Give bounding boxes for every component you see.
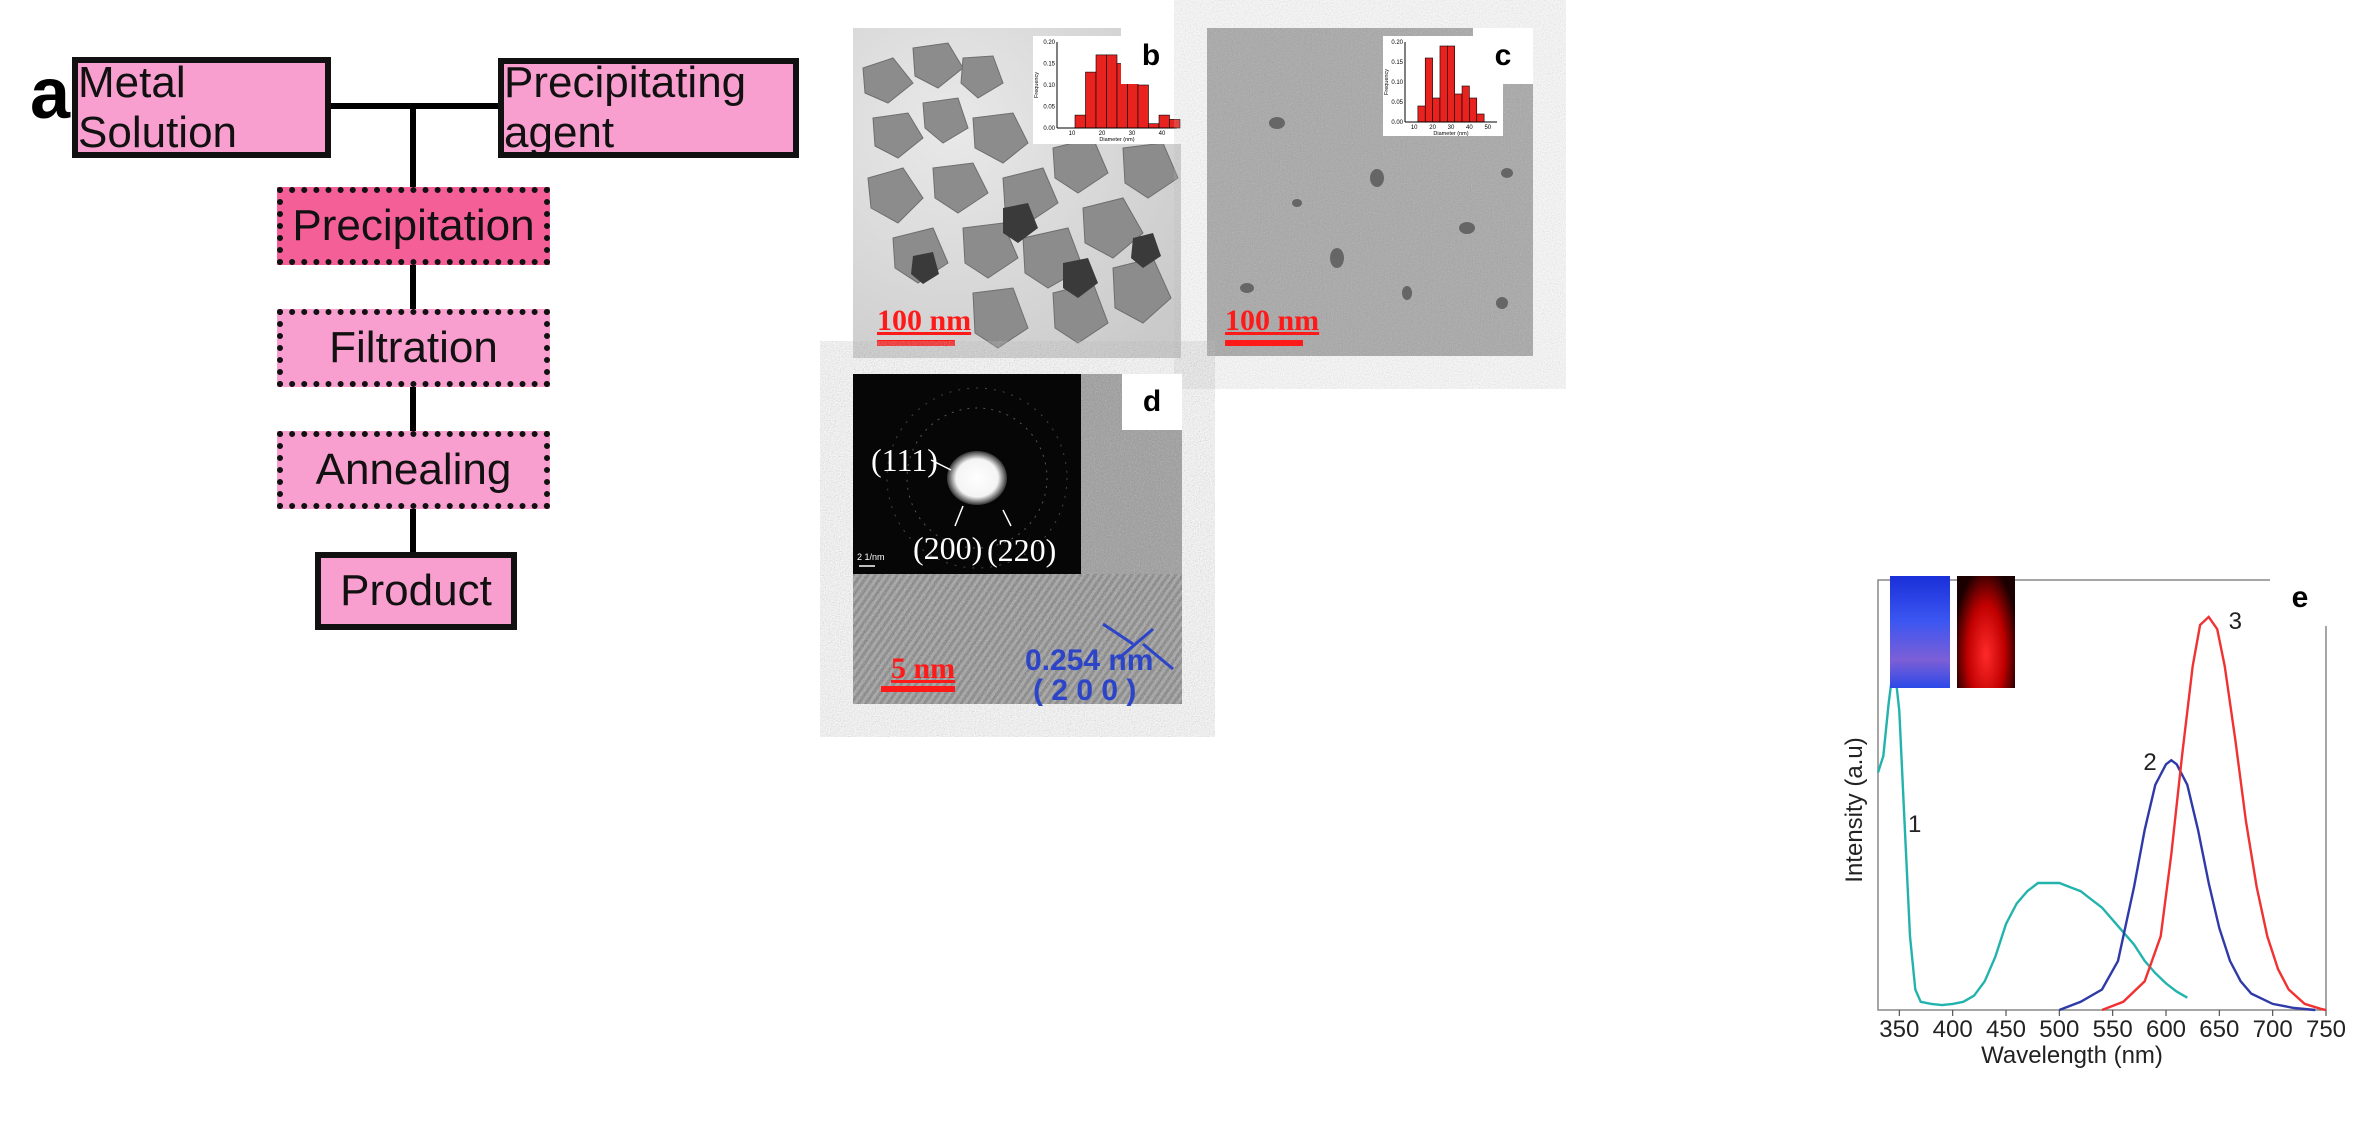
x-tick-label: 600 (2146, 1016, 2186, 1043)
precipitation-box: Precipitation (277, 187, 550, 265)
histogram-x-tick-label: 20 (1099, 131, 1106, 137)
histogram-bar (1148, 123, 1160, 129)
histogram-x-tick-label: 10 (1411, 125, 1418, 131)
histogram-y-tick-label: 0.20 (1391, 40, 1403, 46)
histogram-bar (1158, 114, 1170, 129)
histogram-bar (1439, 45, 1448, 123)
histogram-bar (1432, 97, 1441, 123)
filtration-box: Filtration (277, 309, 550, 387)
series-label-2: 2 (2143, 749, 2156, 776)
x-tick-label: 550 (2093, 1016, 2133, 1043)
histogram-x-tick-label: 50 (1484, 125, 1491, 131)
histogram-bar (1469, 97, 1478, 123)
connector-vertical-2 (410, 262, 416, 312)
histogram-y-label: Frequency (1034, 72, 1040, 98)
histogram-x-tick-label: 10 (1069, 131, 1076, 137)
cuvette-photo-red (1957, 576, 2015, 688)
panel-letter-d: d (1122, 374, 1182, 430)
series-line-3 (2101, 615, 2327, 1012)
histogram-y-tick-label: 0.20 (1043, 40, 1055, 46)
y-axis-label: Intensity (a.u) (1841, 737, 1868, 882)
series-lines: 1 2 3 (1876, 608, 2327, 1012)
connector-horizontal (330, 103, 502, 109)
series-label-3: 3 (2229, 608, 2242, 635)
histogram-x-label: Diameter (nm) (1099, 137, 1134, 143)
emission-spectra-chart: 350 400 450 500 550 600 650 700 750 1 2 3 Intensit… (1841, 579, 2346, 1069)
tem-particles-c (1207, 28, 1533, 356)
histogram-y-tick-label: 0.10 (1391, 80, 1403, 86)
lattice-spacing-label: 0.254 nm (1025, 644, 1154, 677)
histogram-y-tick-label: 0.10 (1043, 83, 1055, 89)
x-tick-label: 750 (2306, 1016, 2346, 1043)
saed-inset: (111) (200) (220) 2 1/nm (853, 374, 1081, 574)
metal-solution-box: Metal Solution (72, 57, 331, 158)
panel-d-hrtem-image: (111) (200) (220) 2 1/nm d 0.254 nm ( 2 … (853, 374, 1182, 707)
histogram-bar (1169, 119, 1181, 129)
histogram-bar (1461, 85, 1470, 123)
histogram-x-tick-label: 40 (1466, 125, 1473, 131)
precipitating-agent-box: Precipitating agent (498, 58, 799, 158)
x-tick-label: 350 (1879, 1016, 1919, 1043)
histogram-bar (1085, 71, 1097, 129)
histogram-y-tick-label: 0.00 (1391, 120, 1403, 126)
x-tick-label: 450 (1986, 1016, 2026, 1043)
histogram-y-tick-label: 0.05 (1043, 105, 1055, 111)
ring-label-111: (111) (871, 442, 938, 478)
saed-pattern (859, 387, 1068, 569)
x-tick-label: 400 (1933, 1016, 1973, 1043)
scale-label-b: 100 nm (877, 304, 972, 337)
histogram-x-tick-label: 30 (1448, 125, 1455, 131)
connector-vertical-top (410, 106, 416, 190)
histogram-bar (1447, 45, 1455, 123)
histogram-bar (1417, 105, 1426, 123)
panel-letter-c: c (1473, 28, 1533, 84)
panel-letter-e: e (2270, 570, 2330, 626)
scalebar-c (1225, 340, 1303, 346)
histogram-y-tick-label: 0.00 (1043, 126, 1055, 132)
x-axis-label: Wavelength (nm) (1981, 1042, 2163, 1069)
histogram-bar (1454, 93, 1463, 123)
scale-label-d: 5 nm (891, 652, 956, 685)
lattice-arrows (1102, 622, 1174, 671)
panel-letter-b: b (1121, 28, 1181, 84)
x-tick-label: 700 (2253, 1016, 2293, 1043)
saed-scale-label: 2 1/nm (857, 552, 885, 562)
product-box: Product (315, 552, 517, 630)
series-line-2 (2058, 758, 2316, 1012)
histogram-x-tick-label: 30 (1129, 131, 1136, 137)
histogram-y-tick-label: 0.15 (1043, 62, 1055, 68)
histogram-bar (1137, 84, 1149, 129)
panel-letter-a: a (30, 54, 71, 134)
connector-vertical-3 (410, 384, 416, 434)
histogram-bar (1095, 54, 1107, 129)
panel-e-spectra: 350 400 450 500 550 600 650 700 750 1 2 3 Intensit… (1840, 570, 2346, 1070)
histogram-y-tick-label: 0.05 (1391, 100, 1403, 106)
annealing-box: Annealing (277, 431, 550, 509)
histogram-bar (1476, 113, 1485, 123)
ring-label-200: (200) (913, 530, 983, 566)
histogram-y-tick-label: 0.15 (1391, 60, 1403, 66)
histogram-y-label: Frequency (1384, 69, 1390, 95)
series-line-1 (1876, 661, 2188, 1007)
histogram-x-tick-label: 20 (1429, 125, 1436, 131)
histogram-x-tick-label: 40 (1159, 131, 1166, 137)
histogram-x-label: Diameter (nm) (1433, 131, 1468, 137)
connector-vertical-4 (410, 506, 416, 556)
cuvette-photo-blue (1890, 576, 1950, 688)
scale-label-c: 100 nm (1225, 304, 1320, 337)
histogram-bar (1424, 57, 1433, 123)
series-label-1: 1 (1908, 811, 1921, 838)
histogram-bar (1106, 54, 1118, 129)
x-tick-label: 650 (2199, 1016, 2239, 1043)
scalebar-b (877, 340, 955, 346)
scalebar-d (881, 686, 955, 692)
x-tick-label: 500 (2039, 1016, 2079, 1043)
histogram-bar (1074, 114, 1086, 129)
lattice-plane-label: ( 2 0 0 ) (1033, 674, 1137, 707)
ring-label-220: (220) (987, 532, 1057, 568)
